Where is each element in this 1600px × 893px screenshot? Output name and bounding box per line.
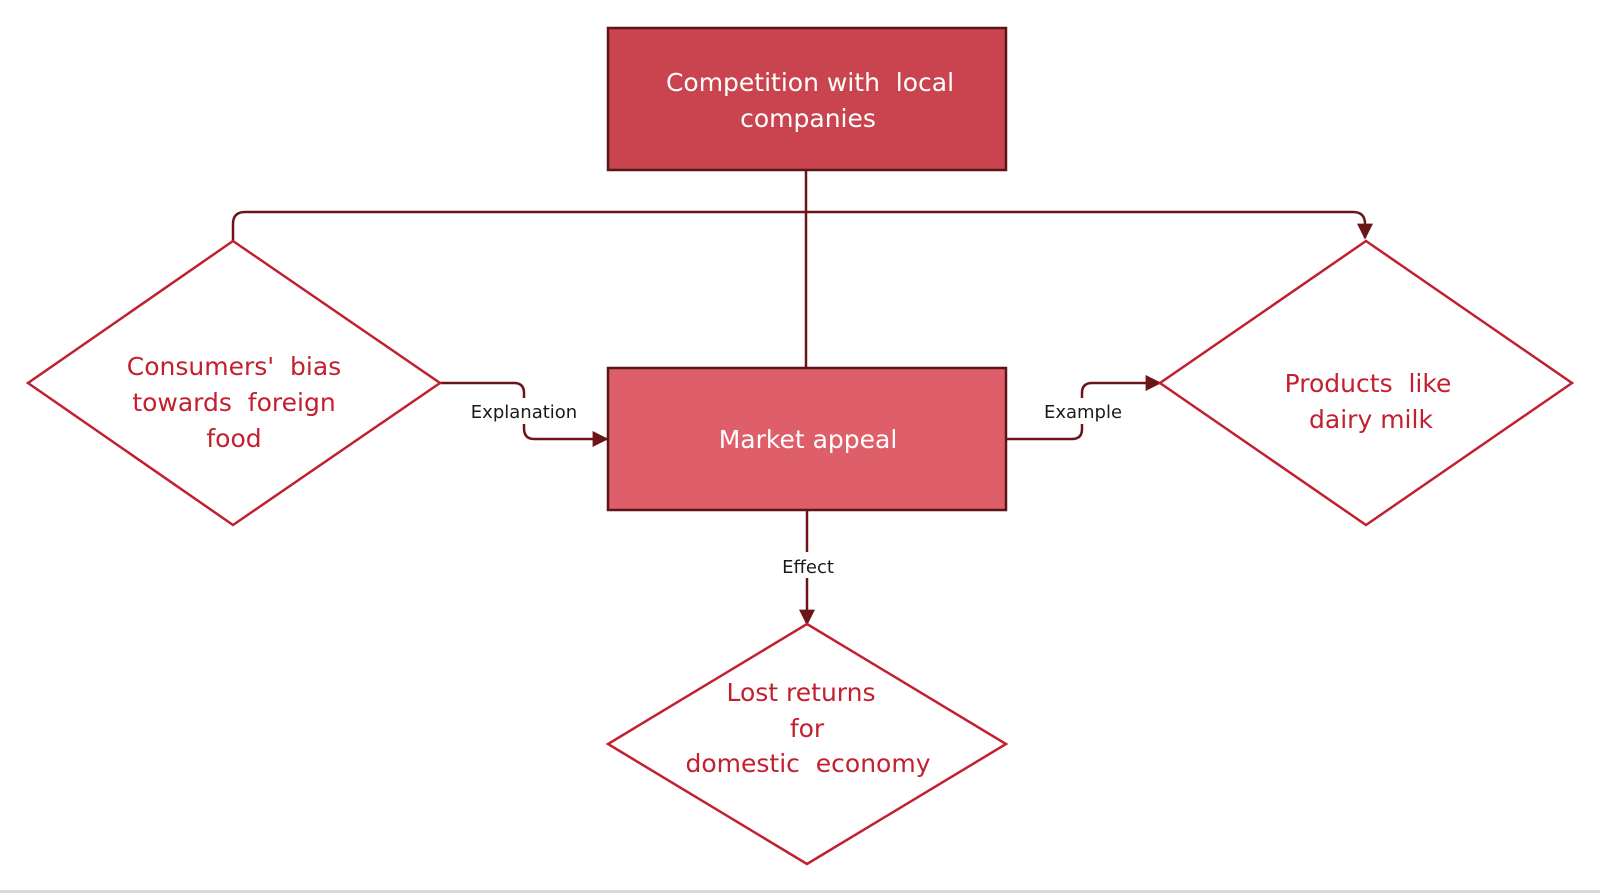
node-lost-returns-line-2: for bbox=[790, 714, 825, 743]
node-products-line-2: dairy milk bbox=[1309, 405, 1433, 434]
node-consumers-bias-line-1: Consumers' bias bbox=[127, 352, 341, 381]
node-competition-line-2: companies bbox=[740, 104, 876, 133]
label-bg-effect bbox=[776, 552, 838, 578]
node-products-shape bbox=[1157, 239, 1575, 527]
node-consumers-bias-shape bbox=[25, 239, 443, 527]
node-competition-shape bbox=[606, 26, 1008, 172]
edge-label-effect: Effect bbox=[782, 557, 834, 578]
node-lost-returns-line-1: Lost returns bbox=[726, 678, 875, 707]
node-consumers-bias-line-2: towards foreign bbox=[132, 388, 335, 417]
node-competition-line-1: Competition with local bbox=[666, 68, 954, 97]
node-products-line-1: Products like bbox=[1285, 369, 1452, 398]
node-market-appeal[interactable]: Market appeal bbox=[606, 366, 1008, 512]
edge-label-example: Example bbox=[1044, 402, 1122, 423]
node-market-appeal-label: Market appeal bbox=[719, 425, 898, 454]
label-bg-example bbox=[1040, 398, 1126, 424]
connector-left-to-right-diamond bbox=[231, 210, 1373, 241]
node-products[interactable]: Products like dairy milk bbox=[1157, 239, 1575, 527]
node-lost-returns-shape bbox=[605, 622, 1009, 866]
bottom-divider bbox=[0, 890, 1600, 893]
node-competition[interactable]: Competition with local companies bbox=[606, 26, 1008, 172]
label-bg-explanation bbox=[466, 398, 582, 424]
edge-label-explanation: Explanation bbox=[471, 402, 577, 423]
node-lost-returns[interactable]: Lost returns for domestic economy bbox=[605, 622, 1009, 866]
node-market-appeal-shape bbox=[606, 366, 1008, 512]
node-consumers-bias[interactable]: Consumers' bias towards foreign food bbox=[25, 239, 443, 527]
node-lost-returns-line-3: domestic economy bbox=[685, 749, 930, 778]
node-consumers-bias-line-3: food bbox=[206, 424, 261, 453]
